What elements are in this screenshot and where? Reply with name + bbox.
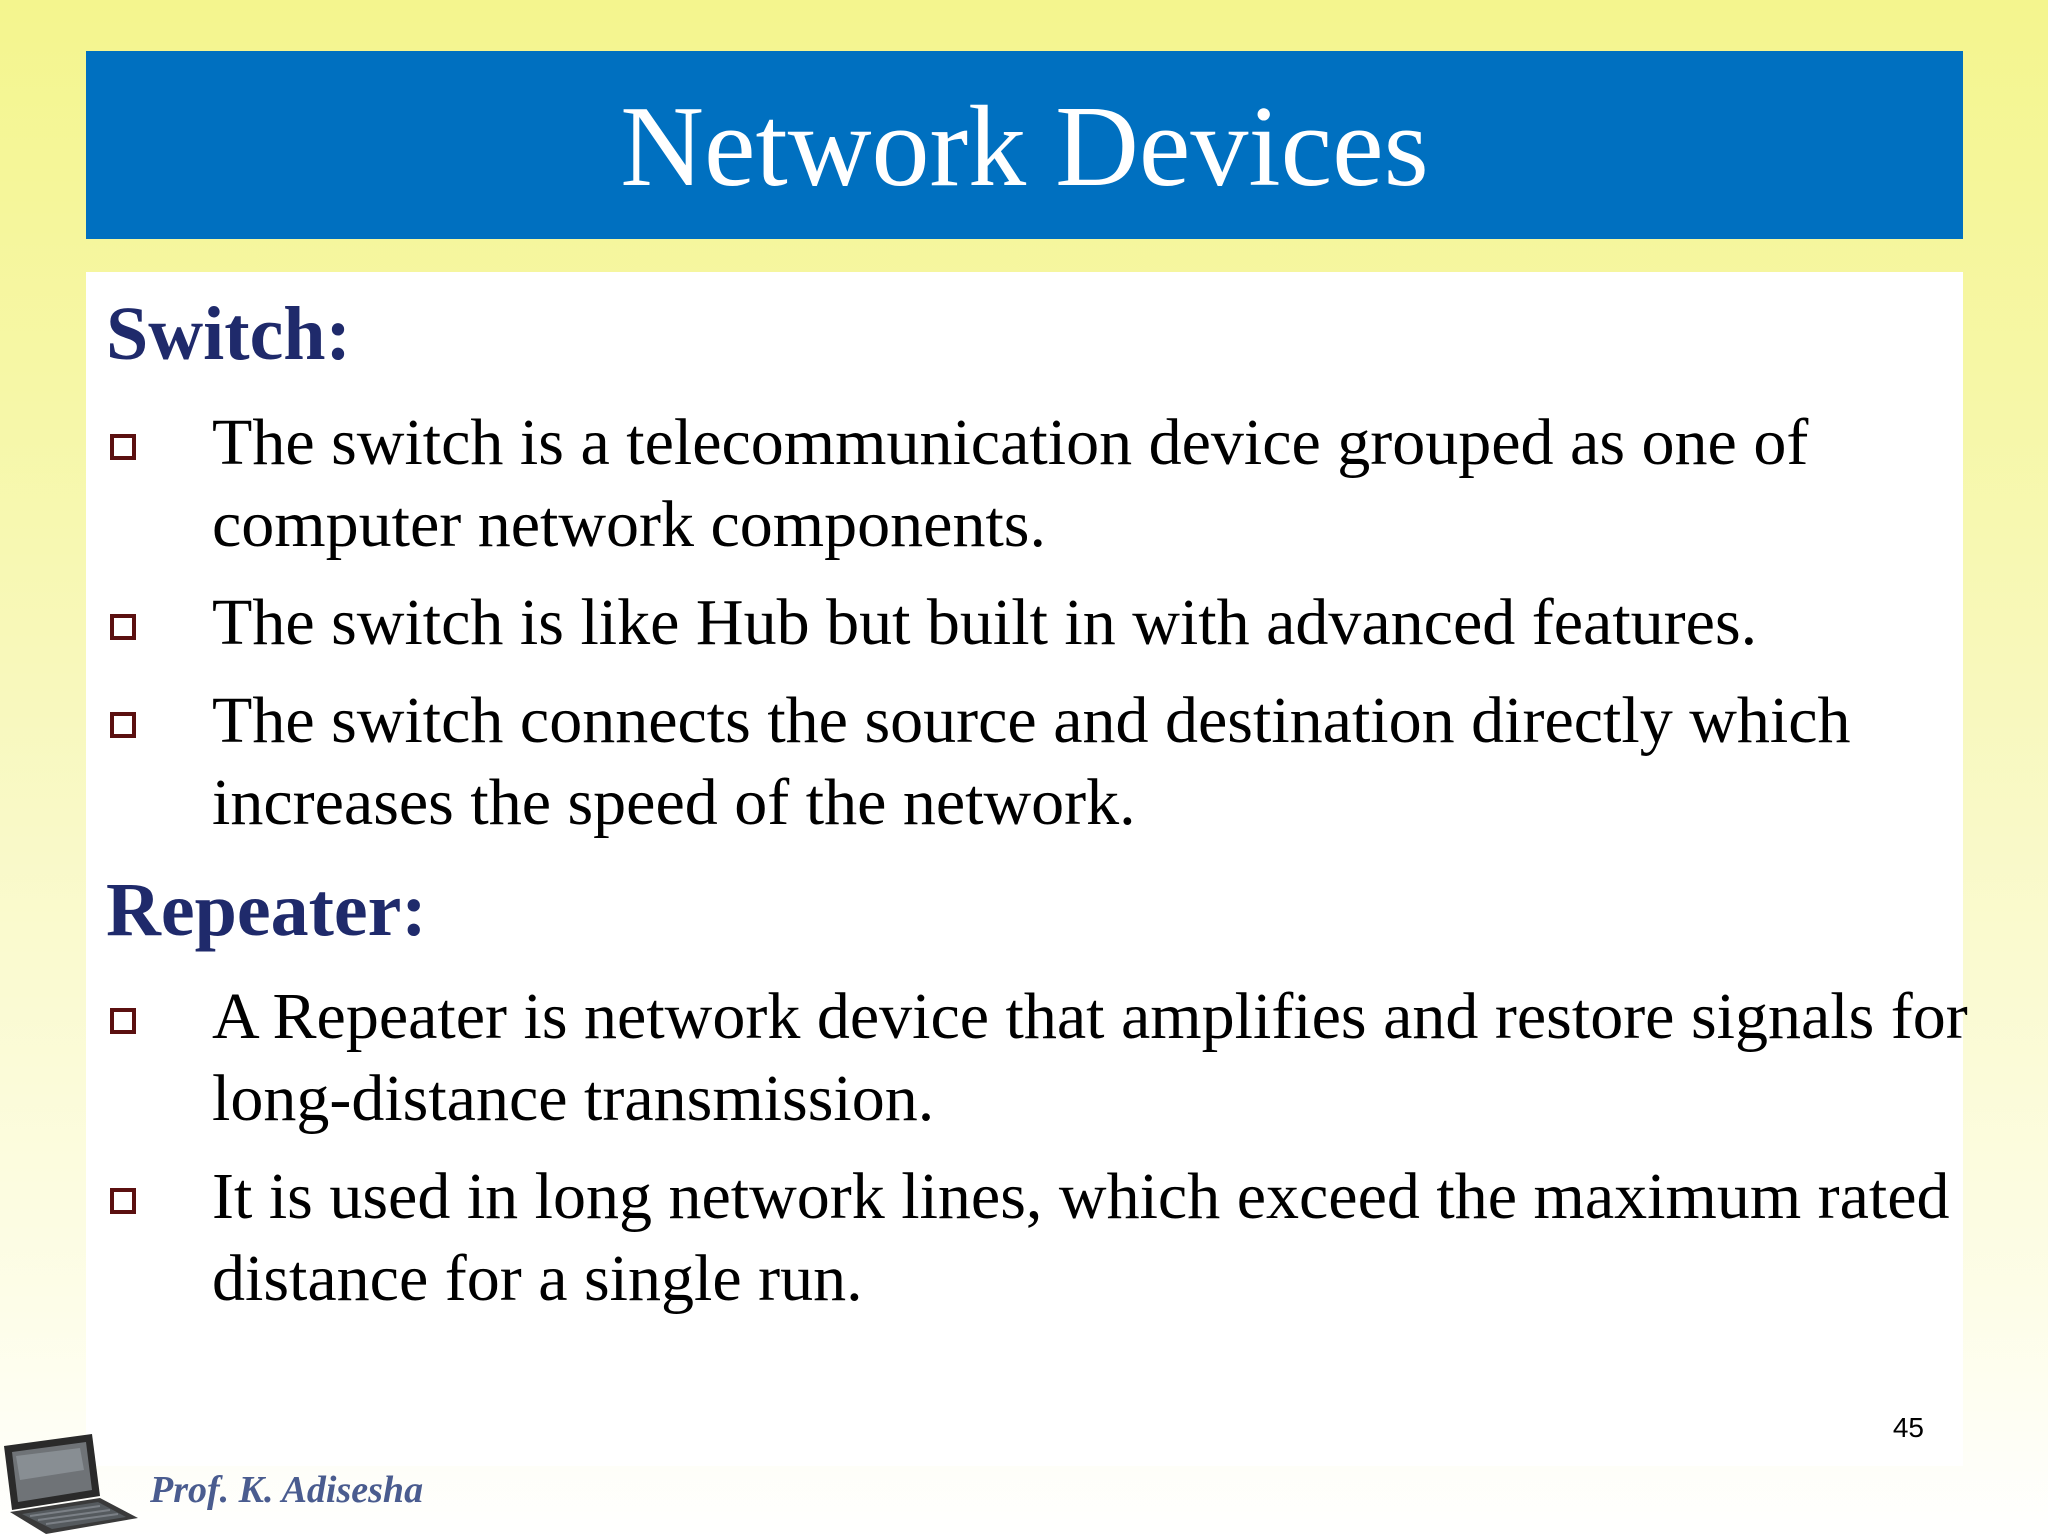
- title-bar: Network Devices: [86, 51, 1963, 239]
- bullet-text: The switch connects the source and desti…: [212, 684, 1851, 839]
- square-bullet-icon: [110, 434, 136, 460]
- square-bullet-icon: [110, 1008, 136, 1034]
- laptop-icon: [4, 1434, 138, 1534]
- page-number: 45: [1892, 1412, 1924, 1443]
- author-signature: Prof. K. Adisesha: [150, 1469, 424, 1511]
- content-panel: Switch: The switch is a telecommunicatio…: [86, 272, 1968, 1466]
- bullet-text: The switch is like Hub but built in with…: [212, 586, 1758, 659]
- square-bullet-icon: [110, 1188, 136, 1214]
- section-heading-switch: Switch:: [106, 292, 351, 376]
- section-heading-repeater: Repeater:: [106, 868, 427, 952]
- square-bullet-icon: [110, 712, 136, 738]
- bullet-text: The switch is a telecommunication device…: [212, 406, 1809, 561]
- bullet-text: A Repeater is network device that amplif…: [212, 980, 1968, 1135]
- bullet-text: It is used in long network lines, which …: [212, 1160, 1950, 1315]
- square-bullet-icon: [110, 614, 136, 640]
- footer-logo: Prof. K. Adisesha: [0, 1426, 446, 1536]
- slide-title: Network Devices: [620, 83, 1429, 211]
